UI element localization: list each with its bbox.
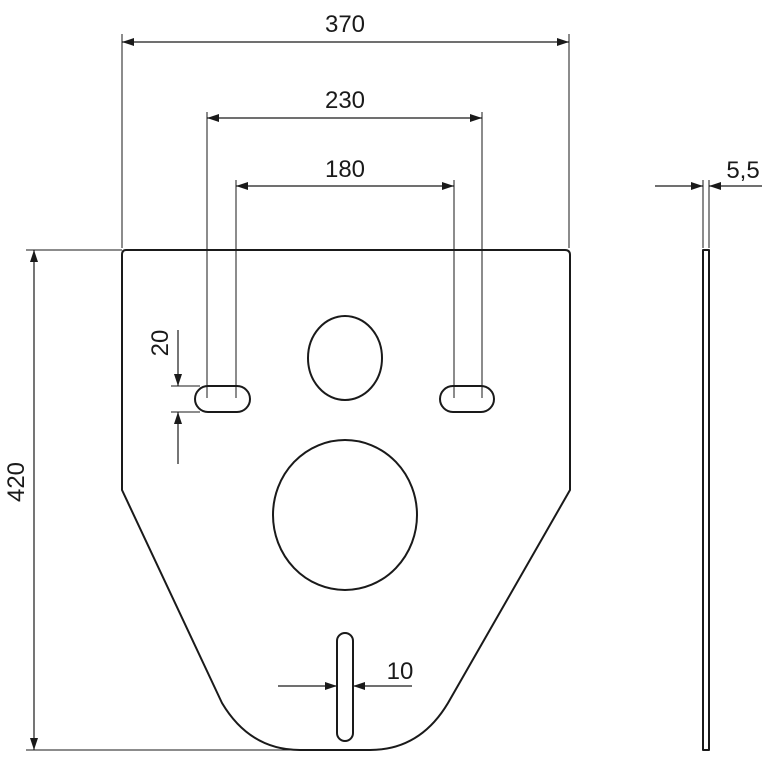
left-mounting-slot (194, 385, 251, 413)
right-mounting-slot (439, 385, 495, 413)
plate-front-view (121, 249, 571, 751)
dimension-overall-width: 370 (121, 11, 570, 248)
overall-width-label: 370 (325, 11, 365, 38)
side-profile (702, 249, 710, 751)
slot-height-label: 20 (147, 330, 174, 357)
dimension-bottom-slot-width: 10 (278, 658, 414, 690)
lower-oval-hole (272, 439, 418, 591)
bottom-slot-width-label: 10 (387, 658, 414, 685)
upper-oval-hole (307, 315, 383, 401)
outer-slot-spacing-label: 230 (325, 87, 365, 114)
dimension-overall-height: 420 (3, 249, 340, 751)
overall-height-label: 420 (3, 462, 30, 502)
dimension-inner-slot-spacing: 180 (235, 156, 455, 398)
plate-outline (121, 249, 571, 751)
plate-side-view: 5,5 (655, 157, 762, 751)
thickness-label: 5,5 (726, 157, 759, 184)
dimension-outer-slot-spacing: 230 (206, 87, 483, 398)
bottom-vertical-slot (336, 632, 354, 742)
dimension-slot-height: 20 (147, 330, 200, 464)
inner-slot-spacing-label: 180 (325, 156, 365, 183)
